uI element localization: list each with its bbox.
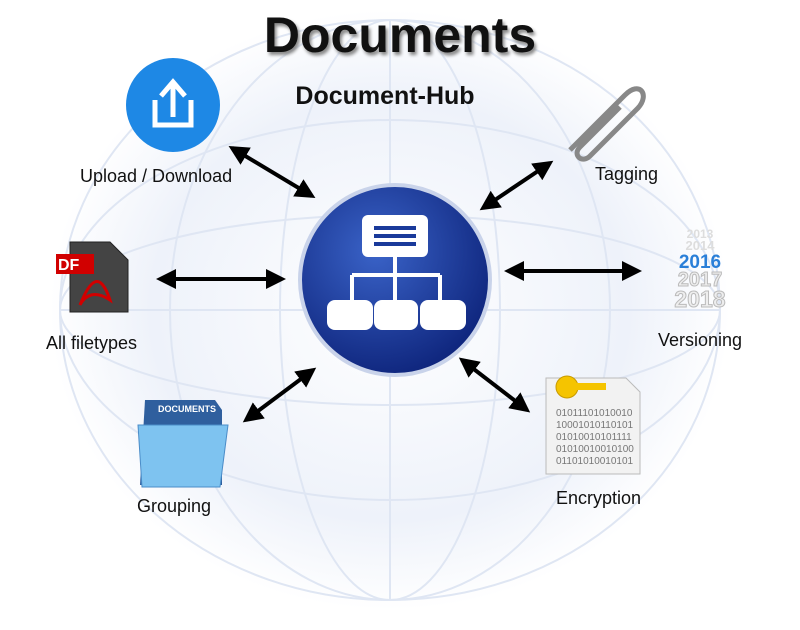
svg-text:2013: 2013 — [687, 227, 714, 241]
label-grouping: Grouping — [137, 496, 212, 516]
binary-line: 10001010110101 — [556, 420, 634, 431]
label-upload: Upload / Download — [80, 166, 233, 186]
pdf-icon: DF — [56, 241, 129, 313]
svg-text:2014: 2014 — [686, 238, 716, 253]
hub-icon — [298, 183, 492, 377]
label-versioning: Versioning — [658, 330, 743, 350]
year-2017: 2017 — [678, 269, 723, 291]
upload-icon — [126, 58, 220, 152]
year-2016: 2016 — [679, 252, 721, 273]
binary-line: 01010010101111 — [556, 432, 632, 443]
binary-line: 01011101010010 — [556, 408, 633, 419]
label-filetypes: All filetypes — [46, 333, 138, 353]
folder-icon: DOCUMENTS — [137, 400, 229, 488]
binary-line: 01010010010100 — [556, 444, 634, 455]
label-tagging: Tagging — [595, 164, 659, 184]
page-title: Documents — [263, 7, 537, 63]
connector-arrows — [156, 145, 642, 423]
binary-line: 01101010010101 — [556, 456, 634, 467]
folder-label: DOCUMENTS — [158, 404, 216, 414]
label-encryption: Encryption — [556, 488, 642, 508]
pdf-label: DF — [58, 257, 80, 274]
paperclip-icon — [568, 86, 646, 162]
subtitle: Document-Hub — [295, 82, 475, 110]
year-2018: 2018 — [674, 286, 725, 312]
encryption-icon: 01011101010010 10001010110101 0101001010… — [545, 375, 641, 475]
